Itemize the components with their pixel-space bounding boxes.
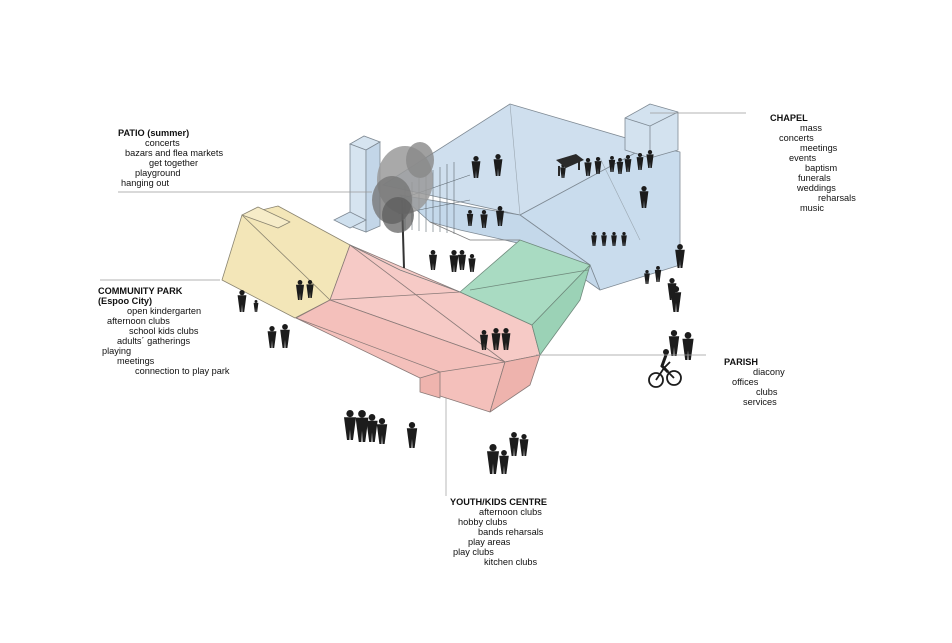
patio-item: get together <box>118 158 223 168</box>
patio-item: concerts <box>118 138 223 148</box>
person-silhouette-icon <box>280 324 290 348</box>
chapel-item: concerts <box>770 133 856 143</box>
chapel-item: baptism <box>770 163 856 173</box>
chapel-item: funerals <box>770 173 856 183</box>
youth-centre-item: afternoon clubs <box>450 507 547 517</box>
chapel-item: weddings <box>770 183 856 193</box>
chapel-item: music <box>770 203 856 213</box>
youth-centre-item: play areas <box>450 537 547 547</box>
chapel-item: reharsals <box>770 193 856 203</box>
community-park-item: adults´ gatherings <box>98 336 230 346</box>
bell-tower <box>334 136 380 232</box>
community-park-item: connection to play park <box>98 366 230 376</box>
community-park-item: afternoon clubs <box>98 316 230 326</box>
community-park-item: open kindergarten <box>98 306 230 316</box>
person-silhouette-icon <box>377 418 387 444</box>
youth-centre-title: YOUTH/KIDS CENTRE <box>450 497 547 507</box>
person-silhouette-icon <box>509 432 519 456</box>
chapel-item: meetings <box>770 143 856 153</box>
community-park-item: meetings <box>98 356 230 366</box>
parish-item: clubs <box>724 387 785 397</box>
patio-item: hanging out <box>118 178 223 188</box>
chapel-title: CHAPEL <box>770 113 856 123</box>
person-silhouette-icon <box>487 444 499 474</box>
person-silhouette-icon <box>682 332 693 360</box>
parish-item: offices <box>724 377 785 387</box>
person-silhouette-icon <box>268 326 277 348</box>
person-silhouette-icon <box>429 250 437 270</box>
parish-title: PARISH <box>724 357 785 367</box>
person-silhouette-icon <box>669 330 679 356</box>
patio-item: bazars and flea markets <box>118 148 223 158</box>
community-park-subtitle: (Espoo City) <box>98 296 230 306</box>
patio-title: PATIO (summer) <box>118 128 223 138</box>
patio-item: playground <box>118 168 223 178</box>
person-silhouette-icon <box>407 422 417 448</box>
person-silhouette-icon <box>344 410 356 440</box>
parish-item: diacony <box>724 367 785 377</box>
parish-item: services <box>724 397 785 407</box>
person-silhouette-icon <box>458 250 466 270</box>
chapel-label-group: CHAPEL mass concerts meetings events bap… <box>770 113 856 213</box>
community-park-item: playing <box>98 346 230 356</box>
person-silhouette-icon <box>356 410 369 442</box>
youth-centre-item: kitchen clubs <box>450 557 547 567</box>
person-silhouette-icon <box>450 250 459 272</box>
chapel-item: mass <box>770 123 856 133</box>
person-silhouette-icon <box>254 300 259 312</box>
chapel-item: events <box>770 153 856 163</box>
person-silhouette-icon <box>499 450 509 474</box>
person-silhouette-icon <box>520 434 529 456</box>
youth-centre-item: bands reharsals <box>450 527 547 537</box>
person-silhouette-icon <box>238 290 247 312</box>
youth-centre-label-group: YOUTH/KIDS CENTRE afternoon clubs hobby … <box>450 497 547 567</box>
youth-centre-item: play clubs <box>450 547 547 557</box>
community-park-label-group: COMMUNITY PARK (Espoo City) open kinderg… <box>98 286 230 376</box>
youth-centre-item: hobby clubs <box>450 517 547 527</box>
community-park-item: school kids clubs <box>98 326 230 336</box>
patio-label-group: PATIO (summer) concerts bazars and flea … <box>118 128 223 188</box>
person-silhouette-icon <box>468 254 475 272</box>
community-park-title: COMMUNITY PARK <box>98 286 230 296</box>
parish-label-group: PARISH diacony offices clubs services <box>724 357 785 407</box>
